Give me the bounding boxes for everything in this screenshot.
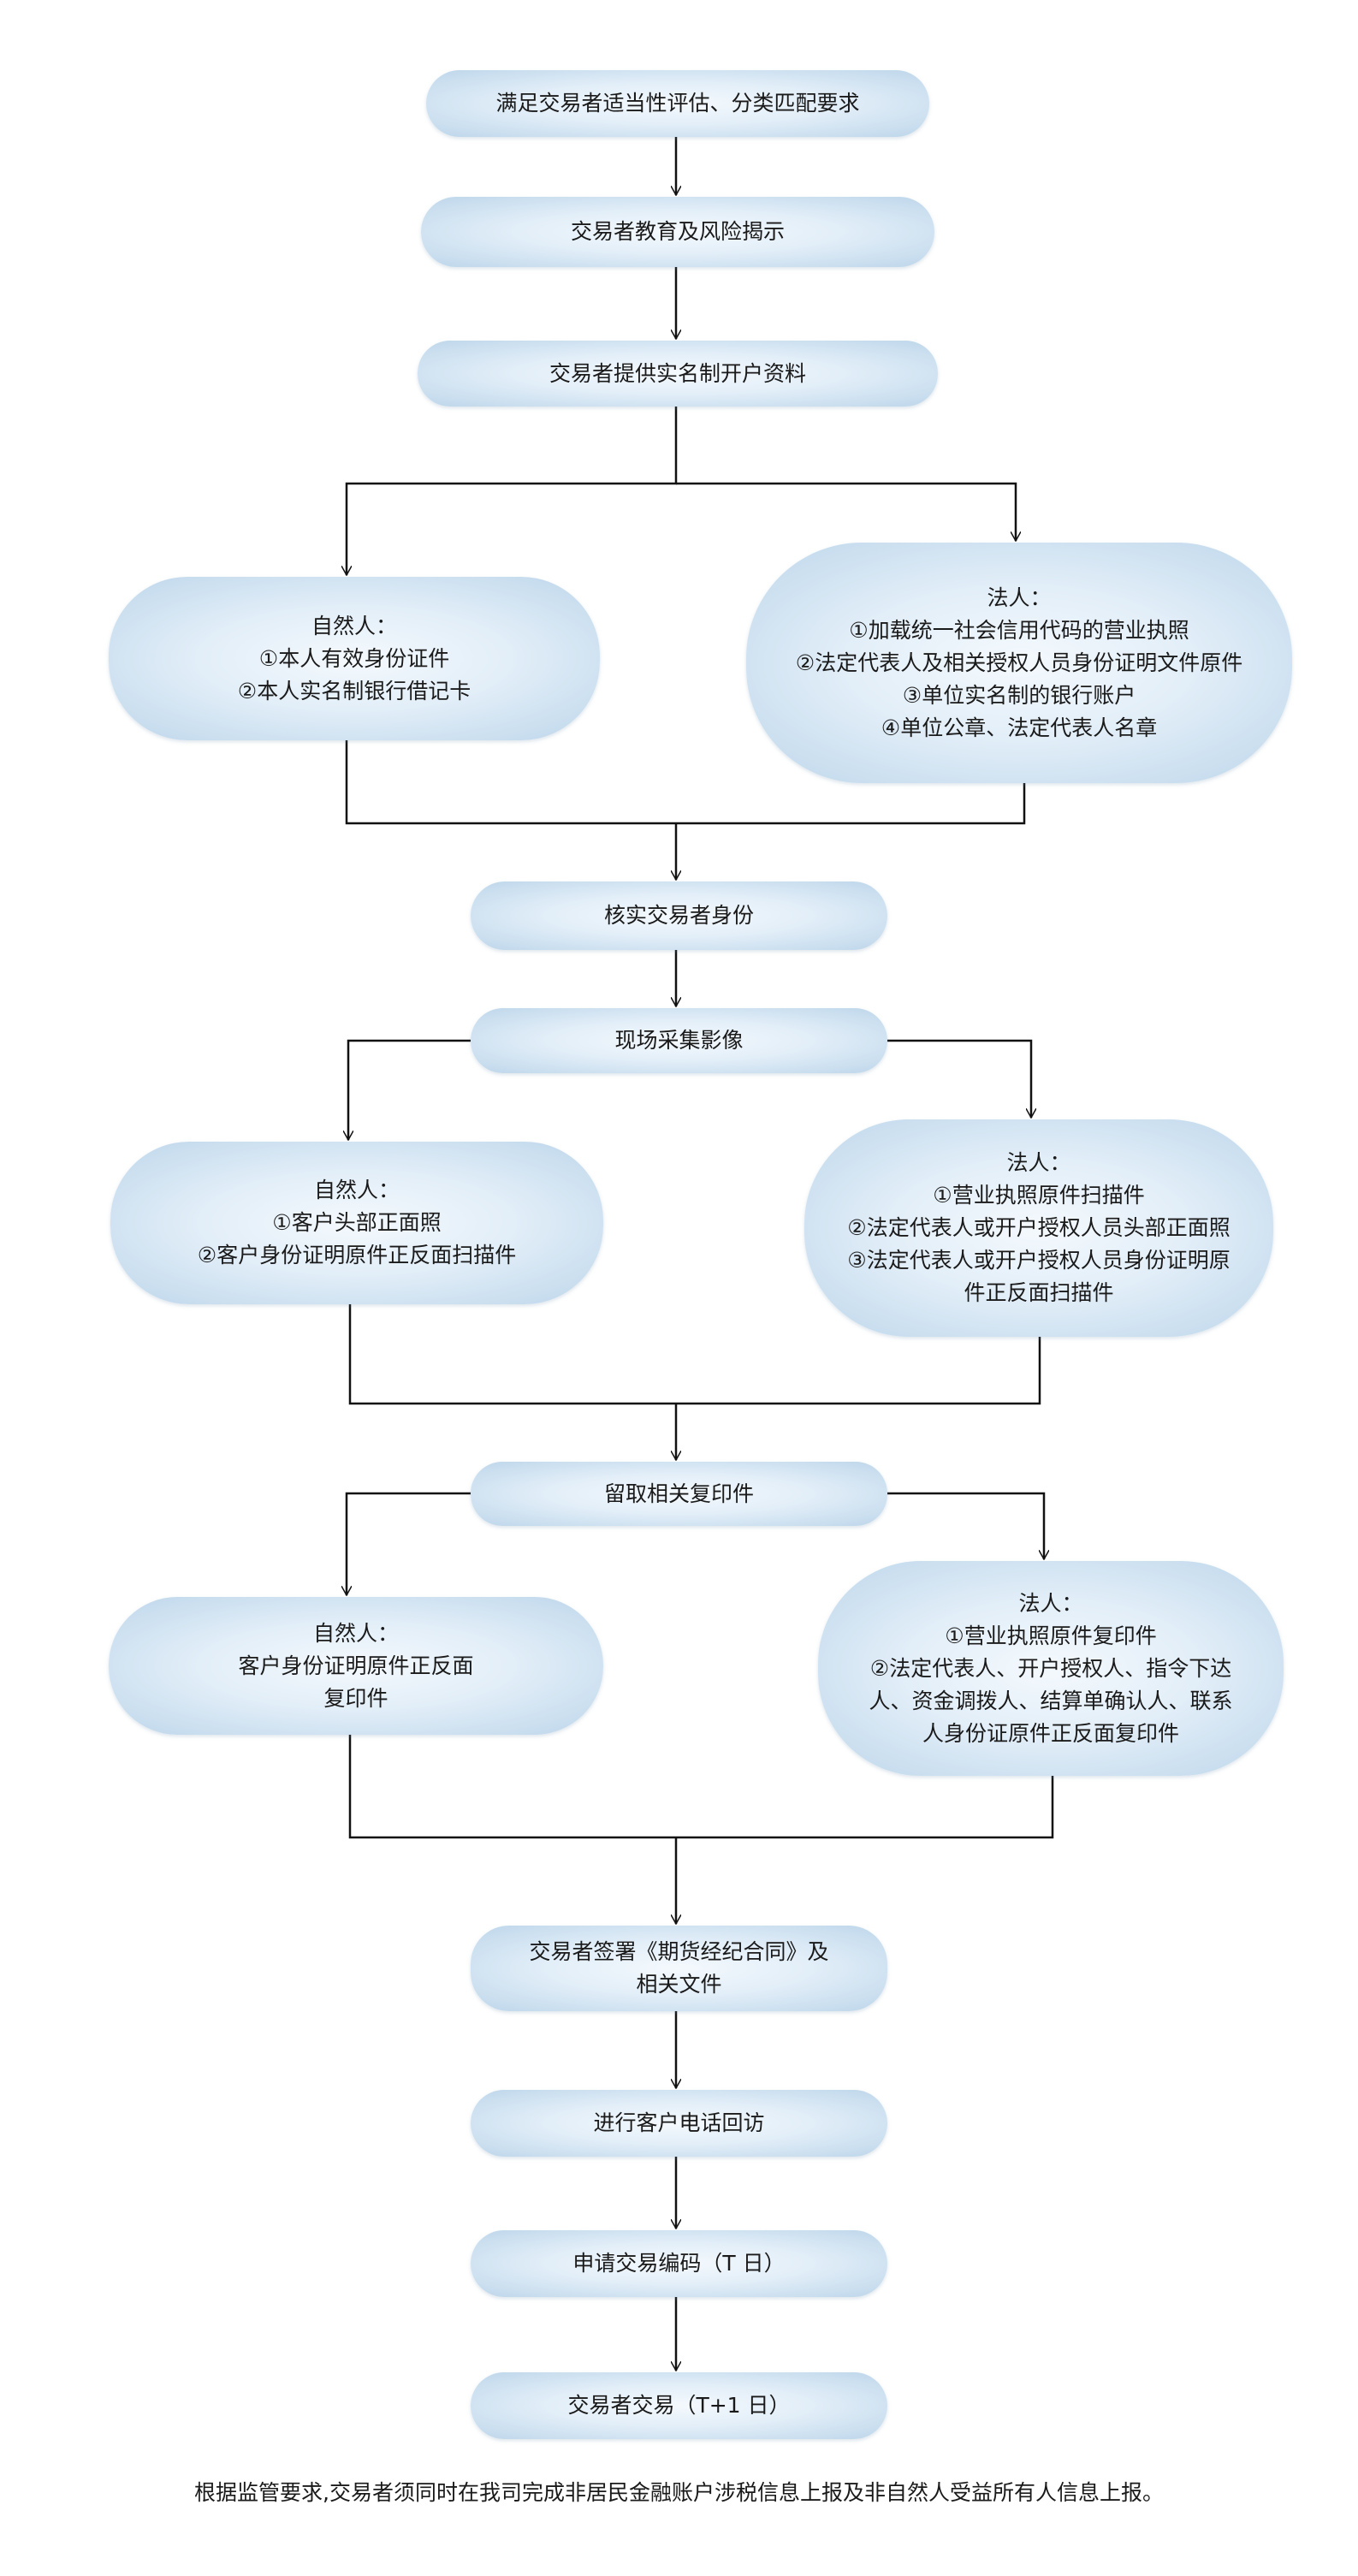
branch-line: 自然人： xyxy=(311,613,397,638)
step-label: 满足交易者适当性评估、分类匹配要求 xyxy=(495,91,860,116)
branch-copies-natural-person: 自然人： 客户身份证明原件正反面 复印件 xyxy=(109,1597,603,1735)
split-docs-legal xyxy=(676,482,1016,541)
split-image-natural xyxy=(348,1039,471,1140)
step-submit-documents: 交易者提供实名制开户资料 xyxy=(418,341,938,407)
step-label: 进行客户电话回访 xyxy=(593,2110,765,2135)
step-label: 留取相关复印件 xyxy=(603,1481,754,1506)
step-apply-trading-code: 申请交易编码（T 日） xyxy=(471,2230,887,2297)
step-risk-disclosure: 交易者教育及风险揭示 xyxy=(421,197,934,267)
branch-line: ②本人实名制银行借记卡 xyxy=(237,678,471,703)
split-docs xyxy=(347,407,678,575)
branch-line: 自然人： xyxy=(313,1178,400,1202)
step-label: 交易者提供实名制开户资料 xyxy=(549,360,806,386)
split-image-legal xyxy=(887,1039,1031,1118)
branch-line: ③法定代表人或开户授权人员身份证明原 xyxy=(847,1248,1231,1273)
merge-copy xyxy=(348,1735,1054,1839)
step-label: 现场采集影像 xyxy=(614,1028,744,1053)
branch-line: 法人： xyxy=(987,585,1052,610)
branch-line: ②法定代表人或开户授权人员头部正面照 xyxy=(847,1215,1231,1240)
branch-line: ①营业执照原件复印件 xyxy=(945,1623,1157,1648)
branch-line: 法人： xyxy=(1018,1590,1083,1616)
branch-line: 人、资金调拨人、结算单确认人、联系 xyxy=(869,1688,1233,1713)
branch-line: 自然人： xyxy=(312,1620,399,1646)
split-copy-natural xyxy=(347,1492,471,1595)
branch-line: 复印件 xyxy=(323,1685,388,1711)
step-label: 申请交易编码（T 日） xyxy=(572,2251,786,2276)
merge-docs xyxy=(345,740,1026,825)
branch-line: ③单位实名制的银行账户 xyxy=(902,682,1136,708)
branch-line: ①营业执照原件扫描件 xyxy=(933,1183,1145,1208)
step-retain-copies: 留取相关复印件 xyxy=(471,1462,887,1526)
branch-images-legal-person: 法人： ①营业执照原件扫描件 ②法定代表人或开户授权人员头部正面照 ③法定代表人… xyxy=(804,1119,1273,1337)
step-label: 交易者教育及风险揭示 xyxy=(570,219,785,244)
branch-line: ①客户头部正面照 xyxy=(272,1210,442,1235)
step-suitability-assessment: 满足交易者适当性评估、分类匹配要求 xyxy=(426,70,929,137)
branch-copies-legal-person: 法人： ①营业执照原件复印件 ②法定代表人、开户授权人、指令下达 人、资金调拨人… xyxy=(818,1561,1284,1776)
merge-image xyxy=(348,1304,1041,1405)
branch-line: ②法定代表人及相关授权人员身份证明文件原件 xyxy=(795,650,1243,675)
branch-line: ①加载统一社会信用代码的营业执照 xyxy=(849,617,1189,643)
step-phone-callback: 进行客户电话回访 xyxy=(471,2090,887,2157)
step-label: 核实交易者身份 xyxy=(603,903,754,928)
branch-docs-natural-person: 自然人： ①本人有效身份证件 ②本人实名制银行借记卡 xyxy=(109,577,600,740)
branch-line: 件正反面扫描件 xyxy=(964,1280,1114,1305)
branch-line: ①本人有效身份证件 xyxy=(258,645,450,671)
branch-docs-legal-person: 法人： ①加载统一社会信用代码的营业执照 ②法定代表人及相关授权人员身份证明文件… xyxy=(746,543,1292,783)
branch-images-natural-person: 自然人： ①客户头部正面照 ②客户身份证明原件正反面扫描件 xyxy=(110,1142,603,1304)
branch-line: 人身份证原件正反面复印件 xyxy=(922,1720,1179,1746)
footnote: 根据监管要求,交易者须同时在我司完成非居民金融账户涉税信息上报及非自然人受益所有… xyxy=(194,2480,1164,2505)
split-copy-legal xyxy=(887,1492,1044,1559)
branch-line: ②法定代表人、开户授权人、指令下达 xyxy=(869,1655,1232,1681)
branch-line: 客户身份证明原件正反面 xyxy=(238,1653,474,1678)
step-start-trading: 交易者交易（T+1 日） xyxy=(471,2372,887,2439)
step-label: 相关文件 xyxy=(636,1972,722,1997)
branch-line: ②客户身份证明原件正反面扫描件 xyxy=(197,1243,517,1267)
step-verify-identity: 核实交易者身份 xyxy=(471,881,887,950)
step-label: 交易者签署《期货经纪合同》及 xyxy=(529,1939,829,1964)
branch-line: ④单位公章、法定代表人名章 xyxy=(881,715,1158,740)
step-capture-images: 现场采集影像 xyxy=(471,1008,887,1073)
branch-line: 法人： xyxy=(1006,1150,1071,1175)
step-label: 交易者交易（T+1 日） xyxy=(567,2393,791,2418)
step-sign-contract: 交易者签署《期货经纪合同》及 相关文件 xyxy=(471,1926,887,2011)
